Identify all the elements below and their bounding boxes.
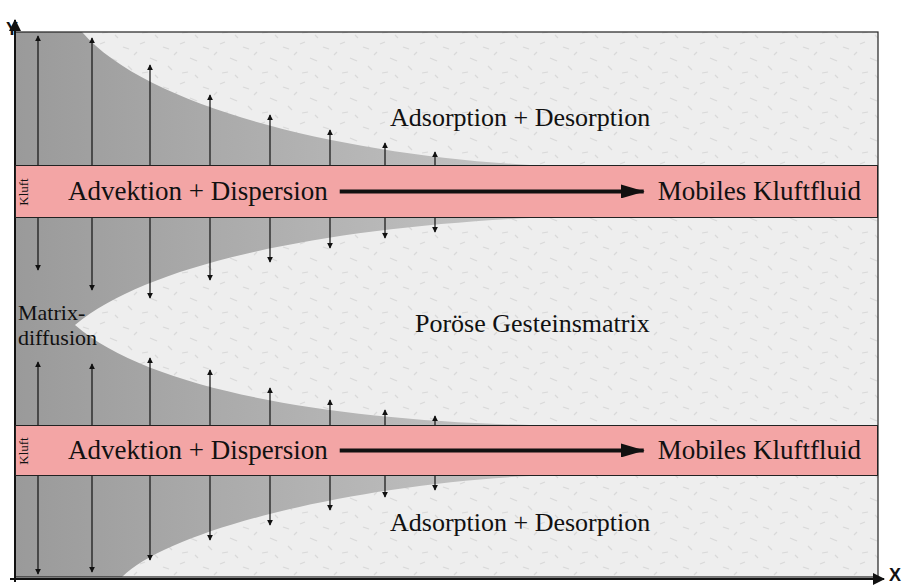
fracture-band — [15, 165, 878, 218]
diffusion-arrow — [269, 388, 270, 425]
frame — [15, 32, 878, 577]
region-label: Adsorption + Desorption — [390, 103, 650, 133]
region-label: Poröse Gesteinsmatrix — [415, 309, 650, 339]
diffusion-arrow — [384, 410, 385, 425]
process-label: Mobiles Kluftfluid — [658, 435, 861, 466]
diffusion-arrow — [209, 218, 210, 280]
diffusion-arrow — [149, 218, 150, 298]
process-label: Advektion + Dispersion — [68, 176, 328, 207]
diffusion-arrow — [149, 476, 150, 560]
x-axis — [10, 578, 884, 580]
flow-arrow — [340, 189, 644, 193]
diffusion-arrow — [269, 218, 270, 262]
diffusion-arrow — [434, 152, 435, 165]
diffusion-arrow — [37, 218, 38, 270]
process-text: Advektion + Dispersion — [64, 176, 332, 207]
fracture-band — [15, 425, 878, 476]
diffusion-arrow — [91, 218, 92, 290]
diffusion-arrow — [269, 476, 270, 525]
flow-arrow — [340, 448, 644, 452]
rock-matrix — [15, 32, 878, 577]
process-label: Mobiles Kluftfluid — [658, 176, 861, 207]
diffusion-arrow — [91, 364, 92, 425]
y-axis — [14, 20, 16, 582]
diffusion-arrow — [434, 218, 435, 232]
diffusion-arrow — [269, 115, 270, 165]
diffusion-arrow — [91, 38, 92, 165]
fracture-label: Kluft — [17, 437, 30, 464]
diffusion-arrow — [91, 476, 92, 572]
diffusion-arrow — [37, 362, 38, 425]
diffusion-arrow — [384, 476, 385, 497]
diffusion-arrow — [37, 36, 38, 165]
process-text: Advektion + Dispersion — [64, 435, 332, 466]
diffusion-zone — [15, 32, 530, 165]
diffusion-arrow — [209, 476, 210, 540]
axis-label: Y — [6, 20, 18, 38]
diffusion-arrow — [149, 65, 150, 165]
diffusion-arrow — [329, 400, 330, 425]
diffusion-arrow — [384, 143, 385, 165]
diffusion-arrow — [434, 416, 435, 425]
diffusion-arrow — [329, 130, 330, 165]
diffusion-arrow — [209, 370, 210, 425]
diffusion-arrow — [37, 476, 38, 574]
process-label: Advektion + Dispersion — [68, 435, 328, 466]
diffusion-arrow — [329, 476, 330, 510]
process-text: Mobiles Kluftfluid — [654, 176, 865, 207]
diffusion-arrow — [434, 476, 435, 490]
diffusion-arrow — [329, 218, 330, 248]
diffusion-arrows — [38, 36, 435, 574]
fracture-band: Kluft Advektion + Dispersion Mobiles Kluft… — [15, 425, 878, 476]
axis-label: X — [889, 566, 901, 584]
diffusion-arrow — [384, 218, 385, 238]
process-text: Mobiles Kluftfluid — [654, 435, 865, 466]
region-label: Adsorption + Desorption — [390, 508, 650, 538]
diffusion-arrow — [209, 95, 210, 165]
fracture-band: Kluft Advektion + Dispersion Mobiles Kluft… — [15, 165, 878, 218]
region-label: Matrix- diffusion — [18, 300, 118, 351]
diffusion-arrow — [149, 358, 150, 425]
fracture-label: Kluft — [17, 178, 30, 205]
